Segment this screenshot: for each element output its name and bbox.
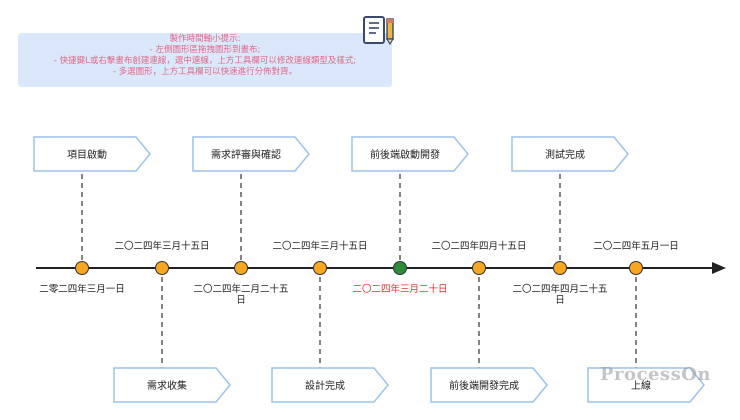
milestone-tag-label: 項目啟動 xyxy=(67,148,107,161)
tip-box: 製作時間軸小提示: - 左側圖形區拖拽圖形到畫布; - 快捷鍵L或右擊畫布創建連… xyxy=(18,33,392,87)
milestone-tag-label: 需求收集 xyxy=(147,379,187,392)
tip-line: - 多選圖形，上方工具欄可以快速進行分佈對齊。 xyxy=(112,67,298,77)
milestone-date-cont: 日 xyxy=(555,295,565,306)
milestone-tag-shape xyxy=(192,136,310,172)
tip-title: 製作時間軸小提示: xyxy=(169,34,241,44)
milestone-date: 二〇二四年四月二十五 xyxy=(512,283,607,295)
milestone-tag-shape xyxy=(271,367,389,403)
timeline-arrow xyxy=(712,262,726,274)
milestone-tag-shape xyxy=(113,367,231,403)
milestone-tag-shape xyxy=(351,136,469,172)
milestone-date: 二〇二四年三月二十日 xyxy=(352,283,447,295)
milestone-tag-shape xyxy=(430,367,548,403)
milestone-tag-label: 前後端開發完成 xyxy=(449,379,519,392)
milestone-tag-shape xyxy=(511,136,629,172)
milestone-tag-shape xyxy=(33,136,151,172)
milestone-date: 二〇二四年三月十五日 xyxy=(114,240,209,252)
milestone-node xyxy=(629,261,643,275)
tip-line: - 左側圖形區拖拽圖形到畫布; xyxy=(149,45,261,55)
milestone-tag-label: 測試完成 xyxy=(545,148,585,161)
milestone-tag-shape xyxy=(587,367,705,403)
milestone-tag-label: 設計完成 xyxy=(305,379,345,392)
milestone-date: 二〇二四年三月十五日 xyxy=(272,240,367,252)
milestone-date: 二〇二四年二月二十五 xyxy=(193,283,288,295)
milestone-node xyxy=(234,261,248,275)
milestone-date: 二零二四年三月一日 xyxy=(39,283,125,295)
milestone-node xyxy=(393,261,407,275)
notepad-pencil-icon xyxy=(363,16,395,46)
milestone-date: 二〇二四年五月一日 xyxy=(593,240,679,252)
milestone-tag-label: 需求評審與確認 xyxy=(211,148,281,161)
milestone-node xyxy=(155,261,169,275)
milestone-node xyxy=(313,261,327,275)
milestone-node xyxy=(75,261,89,275)
tip-line: - 快捷鍵L或右擊畫布創建連線，選中連線，上方工具欄可以修改連線類型及樣式; xyxy=(53,56,357,66)
milestone-date: 二〇二四年四月十五日 xyxy=(431,240,526,252)
milestone-tag-label: 上線 xyxy=(631,379,651,392)
milestone-date-cont: 日 xyxy=(236,295,246,306)
milestone-tag-label: 前後端啟動開發 xyxy=(370,148,440,161)
watermark: ProcessOn xyxy=(600,364,711,385)
milestone-node xyxy=(472,261,486,275)
milestone-node xyxy=(553,261,567,275)
